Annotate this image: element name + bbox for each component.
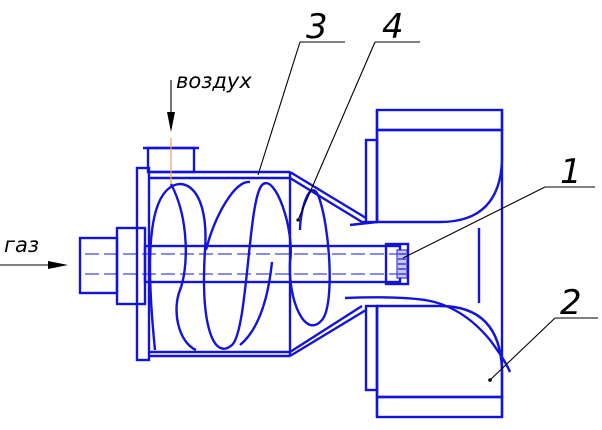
refractory-top	[375, 128, 504, 224]
lance-tip-holes	[398, 253, 406, 275]
wall-casing-bottom	[375, 395, 504, 419]
leader-4	[297, 41, 376, 221]
swirler-spiral	[148, 181, 331, 351]
refractory-bottom	[375, 304, 504, 399]
annotations: воздух газ 3 4 1 2	[0, 7, 598, 382]
air-label: воздух	[176, 69, 252, 93]
part-number-4: 4	[382, 7, 404, 47]
confuser-cone	[289, 170, 367, 358]
furnace-wall	[344, 108, 512, 419]
gas-pipe-flange	[115, 226, 147, 306]
gas-arrow-head	[48, 261, 68, 269]
air-arrow-head	[167, 112, 175, 132]
part-number-3: 3	[306, 7, 328, 47]
gas-label: газ	[4, 233, 39, 257]
lance-tip-housing	[384, 242, 410, 286]
burner-body	[78, 138, 410, 362]
leader-1	[402, 186, 546, 259]
leader-3	[257, 41, 301, 176]
part-number-1: 1	[560, 152, 582, 192]
wall-flange-top	[364, 138, 379, 224]
leader-2	[489, 317, 556, 381]
wall-casing-top	[375, 108, 504, 132]
end-plate	[135, 166, 151, 362]
part-number-2: 2	[560, 283, 582, 323]
gas-inlet-stub	[78, 236, 119, 295]
wall-flange-bottom	[364, 304, 379, 392]
